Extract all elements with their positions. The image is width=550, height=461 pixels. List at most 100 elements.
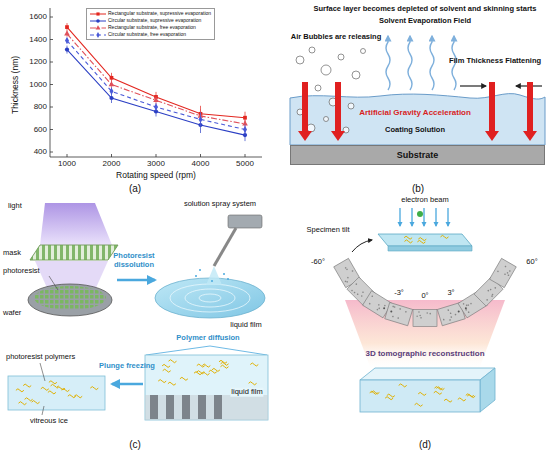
line-chart-part bbox=[67, 154, 68, 157]
tomography-scheme-part bbox=[441, 235, 449, 238]
tomography-scheme-part-part bbox=[361, 295, 363, 297]
photoresist-process-part bbox=[199, 294, 221, 302]
line-chart-part bbox=[67, 50, 245, 136]
spin-coating-scheme-part bbox=[324, 117, 329, 122]
photoresist-process-part bbox=[199, 269, 201, 271]
tick-label: 1000 bbox=[29, 80, 47, 89]
line-chart-part bbox=[65, 47, 69, 51]
part-label: photoresist polymers bbox=[6, 353, 75, 362]
node-text: Substrate bbox=[397, 150, 439, 160]
tomography-scheme-part bbox=[352, 240, 372, 252]
tomography-scheme-part bbox=[383, 307, 385, 309]
legend-sample bbox=[90, 11, 106, 17]
tomography-scheme-part bbox=[385, 302, 413, 325]
legend-text: Circular substrate, supressive evaporati… bbox=[108, 17, 201, 24]
photoresist-process-part bbox=[185, 289, 235, 307]
tomography-scheme-part bbox=[405, 240, 413, 243]
tomography-scheme bbox=[334, 208, 517, 412]
photoresist-process-part bbox=[227, 278, 229, 280]
tomography-scheme-part-part bbox=[347, 277, 349, 279]
annotation: Film Thickness Flattening bbox=[449, 57, 541, 66]
spin-coating-scheme-part bbox=[386, 36, 390, 90]
annotation: Air Bubbles are releasing bbox=[291, 33, 381, 42]
photoresist-process-part bbox=[28, 284, 112, 316]
tomography-scheme-part-part bbox=[490, 288, 492, 290]
tick-label: 400 bbox=[34, 147, 47, 156]
tomography-scheme-part-part bbox=[351, 270, 353, 272]
line-chart-part bbox=[109, 96, 113, 100]
spin-coating-scheme-part bbox=[309, 47, 315, 53]
part-label: photoresist bbox=[3, 267, 40, 276]
photoresist-process-part bbox=[41, 387, 49, 390]
tomography-scheme-part-part bbox=[429, 313, 431, 315]
line-chart-part bbox=[110, 76, 114, 80]
tomography-scheme-part bbox=[480, 368, 495, 412]
tomography-scheme-part-part bbox=[455, 314, 457, 316]
line-chart-part bbox=[50, 107, 53, 108]
photoresist-process-part bbox=[51, 384, 59, 387]
tomography-scheme-part-part bbox=[371, 295, 373, 297]
line-chart-part bbox=[111, 154, 112, 157]
tomography-scheme-part bbox=[490, 258, 517, 287]
part-label: wafer bbox=[3, 309, 21, 318]
tomography-scheme-part-part bbox=[413, 310, 437, 327]
tomography-scheme-part bbox=[370, 391, 378, 394]
legend-text: Rectangular substrate, free evaporation bbox=[108, 24, 196, 31]
line-chart-part bbox=[50, 17, 53, 18]
part-label: Specimen tilt bbox=[307, 226, 350, 235]
photoresist-process-part bbox=[168, 382, 176, 385]
line-chart-part bbox=[154, 104, 158, 111]
photoresist-process-part bbox=[223, 273, 225, 275]
tomography-scheme-part-part bbox=[486, 299, 488, 301]
tomography-scheme-part-part bbox=[509, 270, 511, 272]
tomography-scheme-part bbox=[411, 208, 412, 226]
spin-coating-scheme-part bbox=[430, 36, 434, 90]
tick-label: 1600 bbox=[29, 12, 47, 21]
tomography-scheme-part-part bbox=[494, 287, 496, 289]
tomography-scheme-part bbox=[458, 398, 466, 401]
tomography-scheme-part-part bbox=[462, 303, 464, 305]
tick-label: 5000 bbox=[236, 159, 254, 168]
photoresist-process-part bbox=[158, 380, 166, 383]
tomography-scheme-part bbox=[404, 236, 412, 239]
line-chart-part bbox=[50, 129, 53, 130]
tomography-scheme-part-part bbox=[450, 316, 452, 318]
tomography-scheme-part-part bbox=[355, 283, 357, 285]
tomography-scheme-part-part bbox=[384, 305, 386, 307]
tomography-scheme-part-part bbox=[399, 308, 401, 310]
photoresist-process-part bbox=[90, 387, 98, 390]
angle-label: 0° bbox=[421, 292, 428, 301]
tomography-scheme-part bbox=[447, 208, 448, 226]
legend-text: Circular substrate, free evaporation bbox=[108, 31, 186, 38]
line-chart-part bbox=[198, 116, 202, 123]
part-label: mask bbox=[3, 249, 21, 258]
tomography-scheme-part bbox=[417, 211, 423, 217]
tomography-scheme-part bbox=[399, 384, 407, 387]
line-chart-part bbox=[67, 27, 245, 118]
line-chart-part bbox=[50, 152, 53, 153]
tomography-scheme-part-part bbox=[487, 289, 489, 291]
photoresist-process-part bbox=[197, 364, 205, 367]
spin-coating-scheme-part bbox=[408, 36, 412, 90]
legend-entry: Rectangular substrate, supressive evapor… bbox=[90, 10, 211, 17]
spin-coating-scheme-part bbox=[307, 124, 315, 132]
tomography-scheme-part bbox=[390, 310, 392, 312]
tomography-scheme-part-part bbox=[392, 315, 394, 317]
line-chart-part bbox=[64, 31, 70, 36]
tomography-scheme-part-part bbox=[470, 303, 472, 305]
tomography-scheme-part bbox=[399, 208, 400, 226]
axis-title: Thickness (nm) bbox=[11, 56, 21, 114]
tomography-scheme-part-part bbox=[353, 291, 355, 293]
photoresist-process-part bbox=[214, 395, 222, 419]
tomography-scheme-part-part bbox=[346, 268, 348, 270]
line-chart-part bbox=[65, 25, 69, 29]
photoresist-process-part bbox=[211, 280, 213, 282]
tomography-scheme-part bbox=[466, 394, 474, 397]
tomography-scheme-part-part bbox=[378, 307, 380, 309]
photoresist-process-part bbox=[214, 228, 236, 266]
tomography-scheme-part-part bbox=[397, 317, 399, 319]
panel-letter: (b) bbox=[412, 183, 424, 195]
tomography-scheme-part-part bbox=[466, 304, 468, 306]
tomography-scheme-part-part bbox=[405, 311, 407, 313]
